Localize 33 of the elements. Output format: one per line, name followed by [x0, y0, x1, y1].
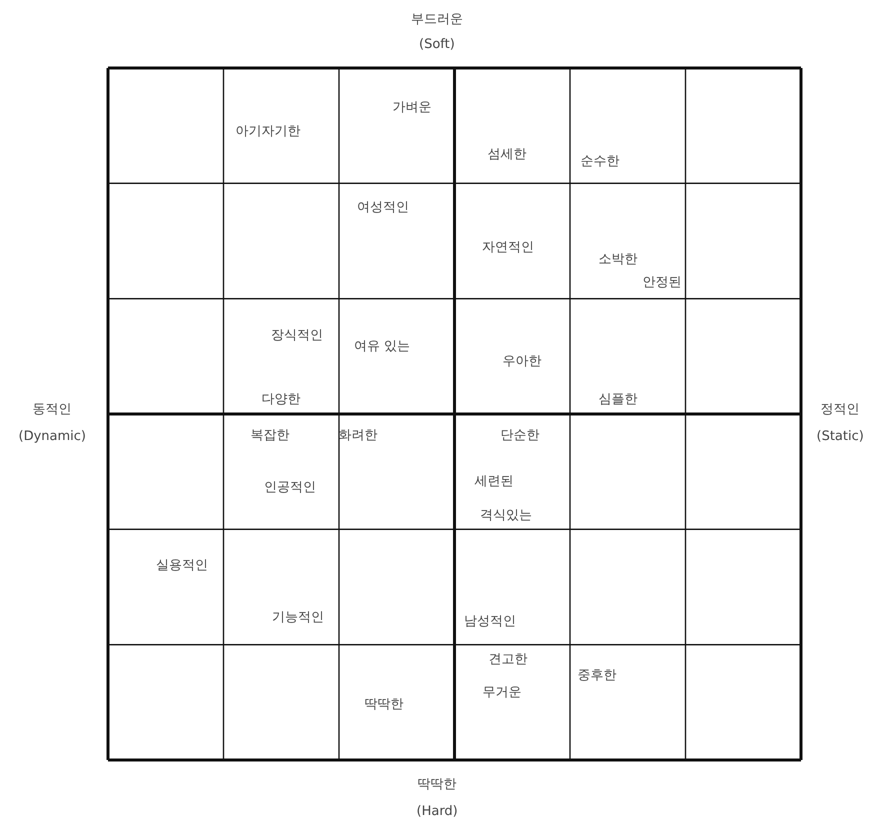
word: 복잡한: [250, 428, 290, 444]
word: 단순한: [500, 428, 540, 444]
word: 여성적인: [357, 200, 409, 216]
word: 소박한: [598, 252, 638, 268]
word: 딱딱한: [364, 697, 404, 713]
axis-label: 정적인: [820, 402, 860, 418]
word: 다양한: [262, 392, 300, 408]
axis-label: 부드러운: [411, 12, 463, 28]
word: 여유 있는: [354, 339, 410, 355]
word: 기능적인: [272, 610, 324, 626]
word: 중후한: [578, 668, 616, 684]
word: 우아한: [502, 354, 542, 370]
word: 가벼운: [392, 100, 432, 116]
word: 인공적인: [264, 480, 316, 496]
word: 심플한: [598, 392, 638, 408]
word: 무거운: [482, 685, 522, 701]
word: 견고한: [488, 652, 528, 668]
axis-label: (Hard): [416, 804, 458, 820]
axis-label: (Dynamic): [18, 429, 86, 445]
word: 자연적인: [482, 240, 534, 256]
word: 순수한: [580, 154, 620, 170]
word: 세련된: [474, 474, 514, 490]
word: 격식있는: [480, 508, 532, 524]
word: 섬세한: [488, 147, 526, 163]
word: 안정된: [642, 275, 682, 291]
axis-label: (Static): [816, 429, 864, 445]
axis-label: (Soft): [419, 37, 455, 53]
word: 장식적인: [271, 328, 323, 344]
word: 남성적인: [464, 614, 516, 630]
word: 아기자기한: [236, 124, 300, 140]
axis-label: 딱딱한: [418, 777, 456, 793]
axis-label: 동적인: [32, 402, 72, 418]
word: 실용적인: [156, 558, 208, 574]
